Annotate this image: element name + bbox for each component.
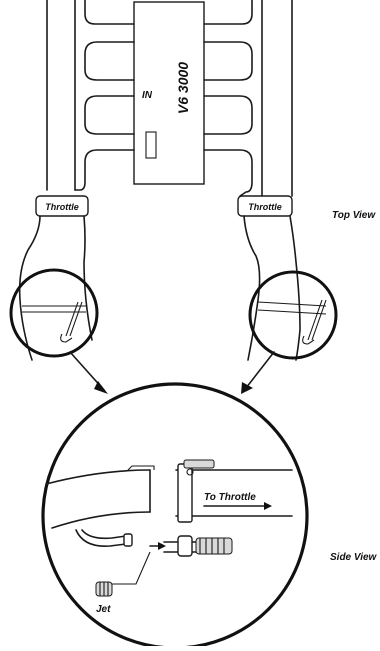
- pointer-arrows: [69, 351, 275, 394]
- right-intake-runners: [203, 0, 293, 197]
- left-throttle-body: Throttle: [18, 195, 93, 361]
- top-view-label: Top View: [332, 210, 376, 221]
- engine-badge: IN: [142, 90, 153, 101]
- left-intake-runners: [46, 0, 135, 191]
- right-throttle-body: Throttle: [237, 195, 301, 361]
- right-detail-circle: [248, 270, 338, 360]
- side-view-label: Side View: [330, 552, 378, 563]
- jet-label: Jet: [96, 604, 111, 615]
- engine-label: V6 3000: [175, 62, 191, 114]
- engine-block: V6 3000 IN: [133, 1, 205, 185]
- throttle-right-label: Throttle: [248, 202, 282, 212]
- to-throttle-label: To Throttle: [204, 492, 256, 503]
- left-detail-circle: [9, 268, 99, 358]
- throttle-left-label: Throttle: [45, 202, 79, 212]
- side-view-circle: To Throttle Jet: [41, 382, 309, 650]
